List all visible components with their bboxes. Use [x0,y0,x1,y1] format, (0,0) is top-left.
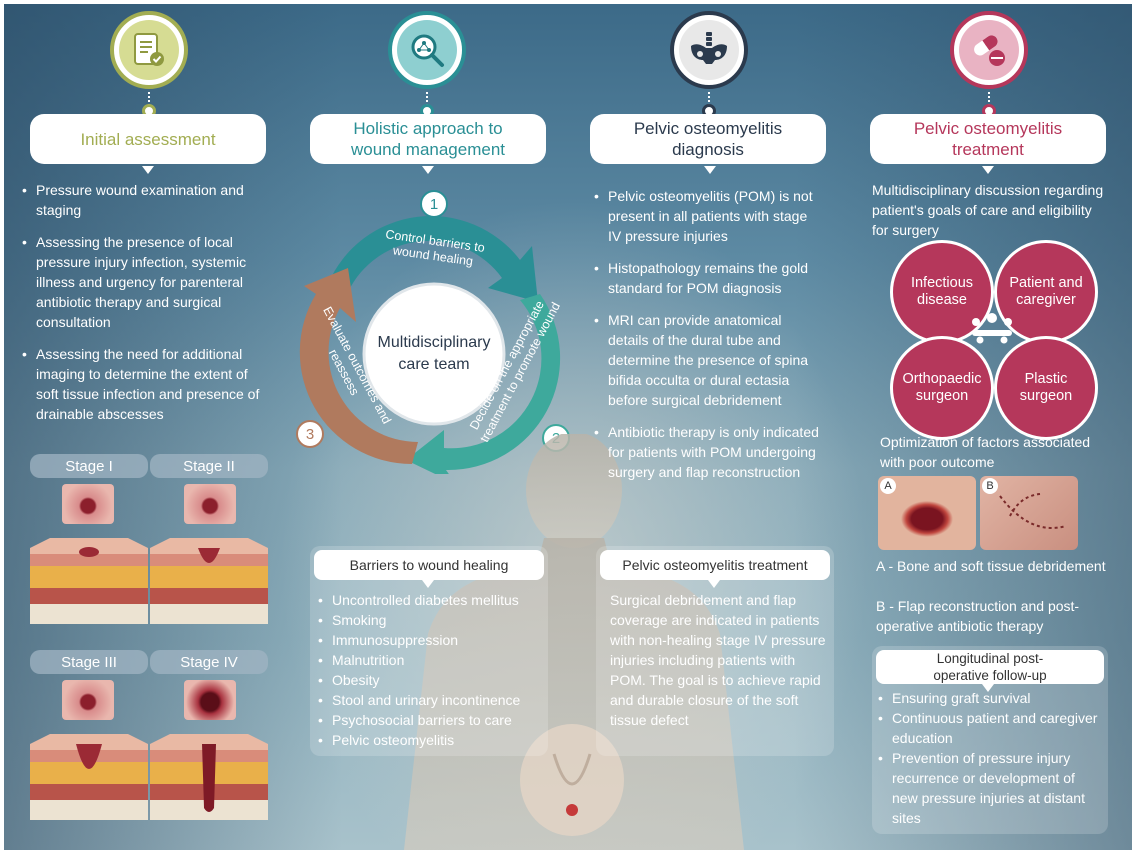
list-item: Psychosocial barriers to care [318,710,548,730]
list-item: Uncontrolled diabetes mellitus [318,590,548,610]
connector [708,92,710,106]
team-member-patient-caregiver: Patient and caregiver [994,240,1098,344]
assessment-icon-badge [110,11,188,89]
meeting-group-icon [972,313,1012,344]
barriers-title: Barriers to wound healing [314,550,544,580]
assessment-title: Initial assessment [30,114,266,164]
holistic-icon-badge [388,11,466,89]
skin-cross-section [150,538,268,624]
stage-wound-image [184,484,236,524]
connector [426,92,428,106]
debridement-photo: A [878,476,976,550]
treatment-title: Pelvic osteomyelitis treatment [870,114,1106,164]
followup-list: Ensuring graft survival Continuous patie… [878,688,1104,828]
team-member-plastic-surgeon: Plastic surgeon [994,336,1098,440]
list-item: Pelvic osteomyelitis [318,730,548,750]
clipboard-check-icon [134,33,164,66]
connector [148,92,150,106]
barriers-list: Uncontrolled diabetes mellitus Smoking I… [318,590,548,750]
list-item: Obesity [318,670,548,690]
list-item: Pelvic osteomyelitis (POM) is not presen… [594,186,822,246]
list-item: Antibiotic therapy is only indicated for… [594,422,822,482]
step-number: 1 [420,190,448,218]
infographic: Initial assessment Holistic approach to … [4,4,1132,850]
diagnosis-title: Pelvic osteomyelitis diagnosis [590,114,826,164]
stage-label: Stage I [30,454,148,478]
pom-treatment-text: Surgical debridement and flap coverage a… [610,592,826,728]
cycle-center-label: Multidisciplinary care team [377,334,491,373]
team-member-orthopaedic-surgeon: Orthopaedic surgeon [890,336,994,440]
skin-cross-section [150,734,268,820]
stage-label: Stage III [30,650,148,674]
list-item: MRI can provide anatomical details of th… [594,310,822,410]
flap-reconstruction-photo: B [980,476,1078,550]
pills-icon [974,35,1005,66]
care-cycle-diagram [299,215,561,474]
list-item: Assessing the presence of local pressure… [22,232,272,332]
skin-cross-section [30,538,148,624]
treatment-intro: Multidisciplinary discussion regarding p… [872,182,1104,238]
stage-wound-image [62,680,114,720]
connector [988,92,990,106]
list-item: Ensuring graft survival [878,688,1104,708]
pom-treatment-title: Pelvic osteomyelitis treatment [600,550,830,580]
stage-wound-image [184,680,236,720]
stage-label: Stage II [150,454,268,478]
diagnosis-icon-badge [670,11,748,89]
treatment-icon-badge [950,11,1028,89]
optimization-text: Optimization of factors associated with … [880,434,1091,470]
step-number: 3 [296,420,324,448]
photo-caption-a: A - Bone and soft tissue debridement [876,558,1106,574]
stage-label: Stage IV [150,650,268,674]
list-item: Assessing the need for additional imagin… [22,344,272,424]
photo-caption-b: B - Flap reconstruction and post-operati… [876,598,1080,634]
assessment-bullets: Pressure wound examination and staging A… [22,180,272,436]
list-item: Histopathology remains the gold standard… [594,258,822,298]
list-item: Continuous patient and caregiver educati… [878,708,1104,748]
pelvis-spine-icon [691,32,727,64]
team-member-infectious-disease: Infectious disease [890,240,994,344]
stage-wound-image [62,484,114,524]
list-item: Pressure wound examination and staging [22,180,272,220]
diagnosis-bullets: Pelvic osteomyelitis (POM) is not presen… [594,186,822,494]
skin-cross-section [30,734,148,820]
list-item: Prevention of pressure injury recurrence… [878,748,1104,828]
magnifier-network-icon [411,34,444,67]
followup-title: Longitudinal post-operative follow-up [876,650,1104,684]
list-item: Immunosuppression [318,630,548,650]
holistic-title: Holistic approach to wound management [310,114,546,164]
list-item: Malnutrition [318,650,548,670]
list-item: Smoking [318,610,548,630]
list-item: Stool and urinary incontinence [318,690,548,710]
